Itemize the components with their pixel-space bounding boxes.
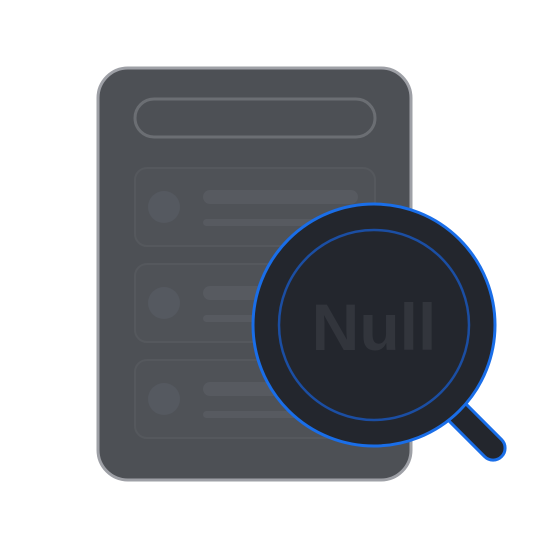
magnifier-inner-ring [277,228,471,422]
list-row-line-short [203,219,323,226]
magnifier-lens [251,202,497,448]
document-search-bar [133,97,377,139]
list-row-avatar [148,191,180,223]
list-row-avatar [148,383,180,415]
magnifier-null-label: Null [312,290,437,364]
list-row-avatar [148,287,180,319]
list-row-line-long [203,190,358,204]
